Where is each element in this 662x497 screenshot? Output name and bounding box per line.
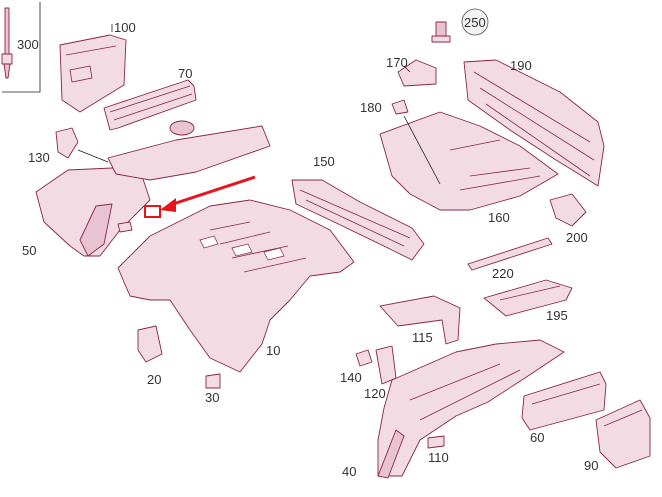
label-90: 90 [584, 458, 598, 473]
label-180: 180 [360, 100, 382, 115]
part-100-panel[interactable] [59, 24, 127, 113]
label-220: 220 [492, 266, 514, 281]
label-200: 200 [566, 230, 588, 245]
label-130: 130 [28, 150, 50, 165]
part-190-rear-panel[interactable] [463, 59, 605, 187]
label-120: 120 [364, 386, 386, 401]
label-110: 110 [428, 450, 449, 465]
label-60: 60 [530, 430, 544, 445]
part-140-nut[interactable] [355, 349, 373, 367]
part-160-rear-floor[interactable] [379, 111, 559, 211]
label-195: 195 [546, 308, 568, 323]
label-115: 115 [412, 330, 433, 345]
part-60-rail[interactable] [521, 371, 607, 431]
label-20: 20 [147, 372, 161, 387]
label-40: 40 [342, 464, 356, 479]
label-250: 250 [464, 15, 486, 30]
highlight-marker [144, 175, 256, 218]
part-110-piece[interactable] [427, 435, 445, 449]
part-150-beam[interactable] [291, 179, 425, 261]
label-170: 170 [386, 55, 408, 70]
part-90-panel[interactable] [595, 399, 651, 469]
part-180-clip[interactable] [391, 99, 409, 115]
part-195-reinforcement[interactable] [483, 279, 573, 317]
part-115-bracket[interactable] [379, 295, 461, 345]
part-cross-member[interactable] [107, 120, 271, 181]
label-70: 70 [178, 66, 192, 81]
part-30-clip[interactable] [205, 373, 221, 389]
label-30: 30 [205, 390, 219, 405]
part-130-bracket[interactable] [55, 127, 109, 163]
part-300-bolt[interactable] [1, 2, 41, 93]
label-10: 10 [266, 343, 280, 358]
part-250-bolt[interactable] [431, 21, 451, 43]
part-170-bracket[interactable] [397, 59, 437, 87]
label-250-circle [461, 8, 489, 36]
label-150: 150 [313, 154, 335, 169]
label-50: 50 [22, 243, 36, 258]
part-200-bracket[interactable] [549, 193, 587, 227]
small-square-part[interactable] [117, 221, 133, 233]
label-100: 100 [114, 20, 136, 35]
part-120-bracket[interactable] [375, 345, 397, 385]
part-20-bracket[interactable] [137, 325, 163, 363]
part-40-side-member[interactable] [377, 339, 565, 479]
part-50-side-panel[interactable] [35, 167, 151, 257]
part-220-strip[interactable] [467, 237, 553, 271]
label-140: 140 [340, 370, 362, 385]
label-300: 300 [17, 37, 39, 52]
part-70-rail[interactable] [103, 79, 197, 131]
label-190: 190 [510, 58, 532, 73]
label-160: 160 [488, 210, 510, 225]
part-10-floor[interactable] [117, 199, 355, 373]
